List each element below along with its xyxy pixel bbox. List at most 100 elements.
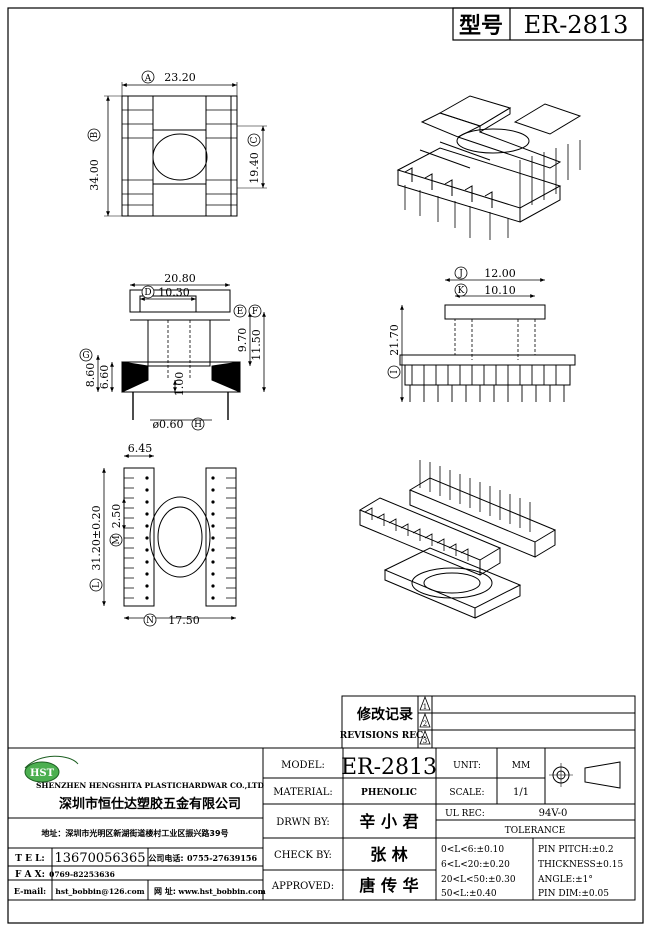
dim-a-value: 23.20 [164, 71, 196, 84]
revisions-title-en: REVISIONS REC. [340, 731, 426, 741]
dim-top-width: 6.45 [128, 442, 153, 455]
tolerance-right-1: PIN PITCH:±0.2 [538, 845, 614, 855]
dim-k: K 10.10 [454, 283, 516, 297]
dim-d-value: 10.30 [158, 286, 190, 299]
model-label: MODEL: [281, 760, 325, 771]
iso-view-bottom [358, 460, 557, 619]
drawn-by-label: DRWN BY: [276, 817, 329, 828]
scale-label: SCALE: [449, 788, 484, 798]
svg-text:K: K [458, 286, 465, 296]
ul-value: 94V-0 [539, 808, 568, 819]
info-table-grid [7, 747, 636, 901]
revisions-title-cn: 修改记录 [356, 706, 413, 723]
company-name-en: SHENZHEN HENGSHITA PLASTICHARDWAR CO.,LT… [36, 781, 264, 790]
fax-value: 0769-82253636 [49, 870, 115, 879]
drawn-by-value: 辛 小 君 [359, 812, 418, 831]
side-view [399, 278, 576, 402]
dim-b: B 34.00 [87, 128, 101, 191]
title-part-number: ER-2813 [524, 11, 629, 39]
svg-text:H: H [194, 420, 202, 430]
unit-value: MM [512, 761, 530, 771]
center-bore [152, 133, 208, 181]
dim-n-value: 17.50 [168, 614, 200, 627]
approved-label: APPROVED: [271, 881, 334, 892]
dim-front-width: 20.80 [164, 272, 196, 285]
web-value: www.hst_bobbin.com [177, 887, 265, 896]
dim-j-value: 12.00 [484, 267, 516, 280]
dim-e-f: E F 9.70 11.50 [233, 304, 263, 361]
svg-text:E: E [237, 307, 244, 317]
scale-value: 1/1 [513, 787, 529, 798]
dim-f-value: 11.50 [250, 329, 263, 361]
dim-h: ø0.60 H [152, 417, 205, 431]
tel-value: 13670056365 [55, 851, 146, 866]
tolerance-left-1: 0<L<6:±0.10 [441, 845, 504, 855]
dim-n: N 17.50 [143, 613, 200, 627]
iso-view-top [396, 95, 582, 240]
svg-text:N: N [146, 616, 154, 626]
tolerance-left-2: 6<L<20:±0.20 [441, 860, 510, 870]
dim-k-value: 10.10 [484, 284, 516, 297]
title-label: 型号 [459, 14, 503, 39]
dim-g-value: 8.60 [84, 363, 97, 388]
ul-label: UL REC: [445, 809, 485, 819]
dim-g-inner: 6.60 [98, 365, 111, 390]
dim-m: M 2.50 [109, 504, 123, 547]
svg-text:B: B [90, 131, 100, 138]
tolerance-left-4: 50<L:±0.40 [441, 889, 497, 899]
svg-text:C: C [250, 136, 260, 143]
bottom-view [102, 454, 237, 620]
front-view [96, 283, 266, 421]
svg-text:G: G [82, 351, 89, 361]
dim-l: L 31.20±0.20 [89, 505, 103, 592]
sheet-border [7, 7, 644, 924]
revision-2: 2 [423, 720, 427, 728]
revision-1: 1 [423, 703, 427, 711]
company-phone-value: 0755-27639156 [187, 853, 258, 863]
svg-text:I: I [390, 370, 400, 374]
web-label: 网 址: [154, 886, 176, 896]
title-block: 型号 ER-2813 [452, 7, 644, 41]
dim-h-value: ø0.60 [152, 418, 183, 431]
company-name-cn: 深圳市恒仕达塑胶五金有限公司 [59, 796, 241, 812]
approved-value: 唐 传 华 [359, 876, 418, 895]
svg-text:HST: HST [30, 768, 55, 779]
svg-text:L: L [92, 582, 102, 588]
dim-g-small: 1.00 [173, 372, 186, 397]
dim-l-value: 31.20±0.20 [90, 505, 103, 570]
dim-a: A 23.20 [141, 70, 196, 84]
dim-b-value: 34.00 [88, 159, 101, 191]
svg-text:M: M [112, 535, 122, 544]
dim-c-value: 19.40 [248, 152, 261, 184]
material-label: MATERIAL: [273, 787, 333, 798]
tolerance-right-3: ANGLE:±1° [537, 875, 593, 885]
svg-text:A: A [144, 74, 152, 84]
dim-j: J 12.00 [454, 266, 516, 280]
dim-g: G 8.60 6.60 1.00 [79, 348, 186, 397]
tel-label: T E L: [15, 854, 44, 864]
projection-symbol-icon [549, 761, 621, 789]
svg-text:F: F [252, 307, 258, 317]
dim-d: D 10.30 [141, 285, 190, 299]
dim-c: 19.40 C [247, 133, 261, 184]
dim-i: I 21.70 [387, 324, 401, 379]
dim-e-value: 9.70 [236, 328, 249, 353]
top-view [104, 82, 267, 217]
revision-3: 3 [423, 737, 427, 745]
email-label: E-mail: [14, 886, 46, 896]
company-logo: HST [24, 755, 79, 783]
company-address: 地址：深圳市光明区新湖街道楼村工业区振兴路39号 [41, 828, 228, 838]
tolerance-right-4: PIN DIM:±0.05 [538, 889, 609, 899]
svg-text:D: D [144, 288, 151, 298]
dim-i-value: 21.70 [388, 324, 401, 356]
fax-label: F A X: [15, 870, 45, 880]
tolerance-label: TOLERANCE [505, 826, 566, 836]
dim-m-value: 2.50 [110, 504, 123, 529]
tolerance-left-3: 20<L<50:±0.30 [441, 875, 516, 885]
svg-text:J: J [458, 269, 463, 279]
email-value: hst_bobbin@126.com [55, 887, 144, 896]
company-phone-label: 公司电话: [148, 853, 183, 863]
check-by-label: CHECK BY: [274, 850, 332, 861]
model-value: ER-2813 [341, 755, 437, 780]
